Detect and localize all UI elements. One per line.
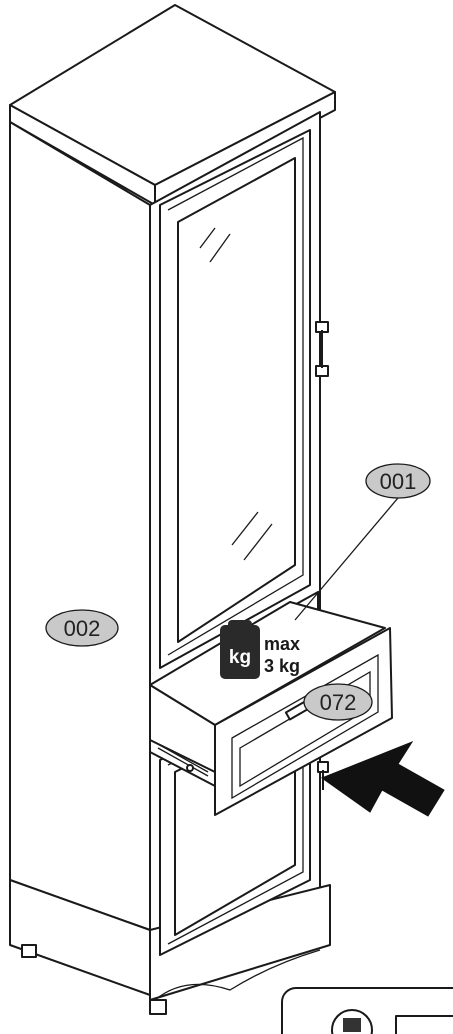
callout-001: 001 [294,463,431,621]
callout-002-label: 002 [64,616,101,641]
weight-value-label: 3 kg [264,656,300,676]
door-handle-icon [315,321,329,377]
detail-inset [281,987,453,1034]
side-panel [9,121,151,931]
drawer-runner [149,739,216,787]
callout-072-label: 072 [320,690,357,715]
weight-limit: kg max 3 kg [220,620,300,679]
cabinet-body [9,4,336,1015]
weight-max-label: max [264,634,300,654]
drawer [149,601,393,816]
drawer-front-panel [231,653,379,800]
callout-002: 002 [45,609,119,647]
push-arrow-icon [320,740,445,817]
lower-door-handle-icon [317,761,329,790]
kg-icon-label: kg [229,647,251,668]
foot-left [21,944,37,958]
upper-door-glass [177,157,296,643]
glass-reflection [199,227,273,561]
callout-001-label: 001 [380,469,417,494]
foot-front [149,999,167,1015]
callout-072: 072 [303,683,373,721]
kg-weight-icon: kg [220,620,260,679]
